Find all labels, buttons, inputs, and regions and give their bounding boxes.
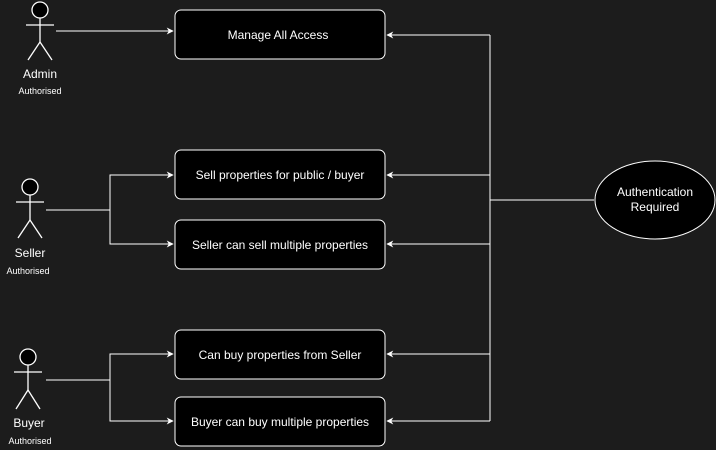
auth-node-line2: Required bbox=[631, 200, 680, 214]
usecase-sell-public[interactable]: Sell properties for public / buyer bbox=[174, 149, 386, 200]
usecase-manage-label: Manage All Access bbox=[228, 28, 329, 42]
edge-buyer-buy-from-seller bbox=[109, 350, 174, 380]
usecase-sell-multiple[interactable]: Seller can sell multiple properties bbox=[174, 219, 386, 270]
actor-seller-status: Authorised bbox=[6, 266, 49, 276]
edge-seller-sell-public bbox=[109, 171, 174, 210]
actor-admin-status: Authorised bbox=[18, 86, 61, 96]
actor-seller-head bbox=[21, 178, 39, 196]
actor-buyer-status: Authorised bbox=[8, 436, 51, 446]
auth-node[interactable]: Authentication Required bbox=[594, 160, 716, 240]
actor-admin-name: Admin bbox=[23, 67, 57, 81]
actor-admin[interactable] bbox=[26, 1, 54, 61]
edge-buyer-buy-multiple bbox=[109, 380, 174, 425]
auth-node-line1: Authentication bbox=[617, 185, 693, 199]
edge-seller-sell-multiple bbox=[109, 210, 174, 248]
usecase-manage[interactable]: Manage All Access bbox=[174, 9, 386, 60]
usecase-buy-multiple-label: Buyer can buy multiple properties bbox=[191, 415, 369, 429]
usecase-buy-multiple[interactable]: Buyer can buy multiple properties bbox=[174, 396, 386, 447]
usecase-buy-from-seller[interactable]: Can buy properties from Seller bbox=[174, 329, 386, 380]
actor-buyer[interactable] bbox=[14, 348, 42, 410]
usecase-sell-multiple-label: Seller can sell multiple properties bbox=[192, 238, 368, 252]
usecase-sell-public-label: Sell properties for public / buyer bbox=[196, 168, 365, 182]
actor-seller[interactable] bbox=[16, 178, 44, 239]
actor-seller-name: Seller bbox=[15, 246, 46, 260]
usecase-buy-from-seller-label: Can buy properties from Seller bbox=[199, 348, 362, 362]
actor-buyer-name: Buyer bbox=[13, 416, 44, 430]
actor-admin-head bbox=[31, 1, 49, 19]
actor-buyer-head bbox=[19, 348, 37, 366]
